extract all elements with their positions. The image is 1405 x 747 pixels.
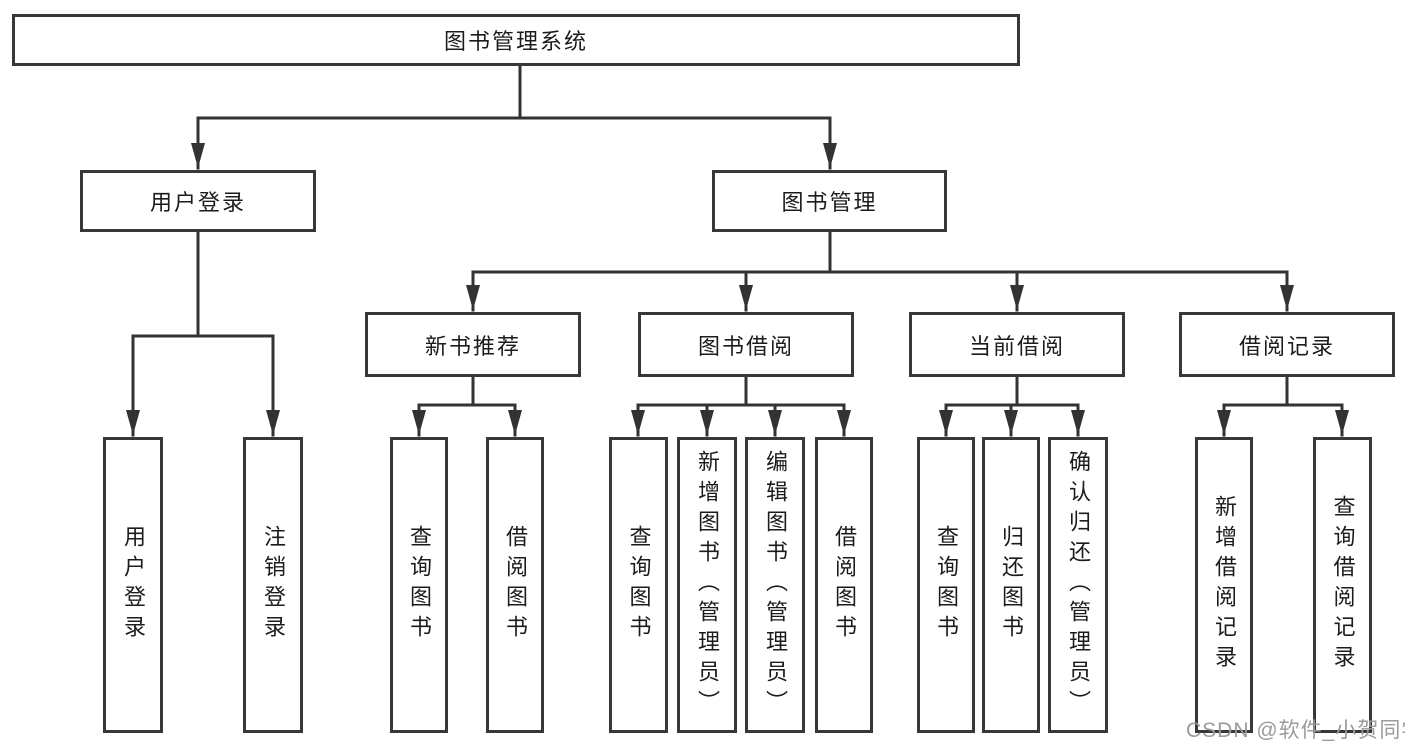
node-book-management-label: 图书管理 xyxy=(781,190,878,215)
node-current-borrow-label: 当前借阅 xyxy=(968,333,1065,359)
node-root: 图书管理系统 xyxy=(12,14,1020,66)
leaf-records-query-record: 查询借阅记录 xyxy=(1313,437,1372,733)
node-book-borrow-label: 图书借阅 xyxy=(697,333,794,359)
node-borrow-records-label: 借阅记录 xyxy=(1238,333,1335,359)
leaf-recommend-borrow-book: 借阅图书 xyxy=(486,437,544,733)
leaf-recommend-borrow-book-label: 借阅图书 xyxy=(503,525,528,645)
leaf-current-return-book: 归还图书 xyxy=(982,437,1040,733)
leaf-current-query-book: 查询图书 xyxy=(917,437,975,733)
leaf-records-add-record-label: 新增借阅记录 xyxy=(1212,495,1237,675)
leaf-borrow-borrow-book: 借阅图书 xyxy=(815,437,873,733)
leaf-user-login-label: 用户登录 xyxy=(121,525,146,645)
node-user-login-label: 用户登录 xyxy=(149,190,246,215)
node-new-book-recommend-label: 新书推荐 xyxy=(424,333,521,359)
leaf-logout-label: 注销登录 xyxy=(261,525,286,645)
leaf-recommend-query-book: 查询图书 xyxy=(390,437,448,733)
leaf-recommend-query-book-label: 查询图书 xyxy=(407,525,432,645)
leaf-borrow-query-book: 查询图书 xyxy=(609,437,668,733)
leaf-current-query-book-label: 查询图书 xyxy=(934,525,959,645)
node-book-borrow: 图书借阅 xyxy=(638,312,854,377)
node-new-book-recommend: 新书推荐 xyxy=(365,312,581,377)
csdn-watermark: CSDN @软件_小贺同学 xyxy=(1186,719,1405,742)
leaf-current-confirm-return-admin-label: 确认归还（管理员） xyxy=(1066,450,1091,720)
leaf-logout: 注销登录 xyxy=(243,437,303,733)
leaf-user-login: 用户登录 xyxy=(103,437,163,733)
node-root-label: 图书管理系统 xyxy=(443,29,588,54)
node-book-management: 图书管理 xyxy=(712,170,947,232)
leaf-borrow-edit-book-admin: 编辑图书（管理员） xyxy=(745,437,805,733)
leaf-borrow-query-book-label: 查询图书 xyxy=(626,525,652,645)
node-user-login: 用户登录 xyxy=(80,170,316,232)
leaf-current-return-book-label: 归还图书 xyxy=(999,525,1024,645)
leaf-records-query-record-label: 查询借阅记录 xyxy=(1330,495,1356,675)
leaf-borrow-edit-book-admin-label: 编辑图书（管理员） xyxy=(763,450,788,720)
leaf-records-add-record: 新增借阅记录 xyxy=(1195,437,1253,733)
leaf-current-confirm-return-admin: 确认归还（管理员） xyxy=(1048,437,1108,733)
leaf-borrow-add-book-admin: 新增图书（管理员） xyxy=(677,437,737,733)
leaf-borrow-borrow-book-label: 借阅图书 xyxy=(832,525,857,645)
leaf-borrow-add-book-admin-label: 新增图书（管理员） xyxy=(695,450,720,720)
node-borrow-records: 借阅记录 xyxy=(1179,312,1395,377)
node-current-borrow: 当前借阅 xyxy=(909,312,1125,377)
